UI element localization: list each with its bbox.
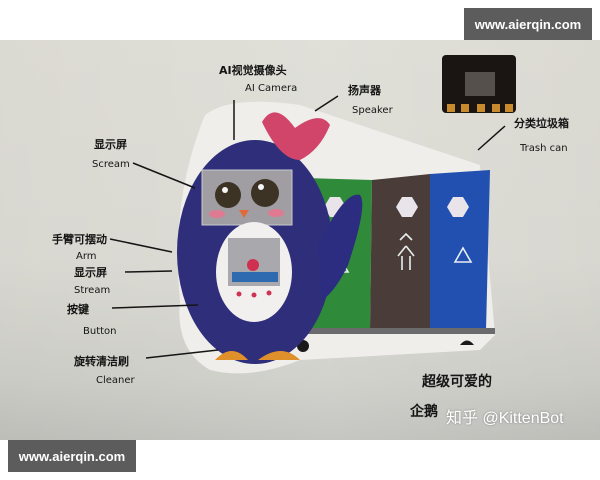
label-button-cn: 按键: [67, 303, 89, 316]
foot-right: [258, 351, 300, 360]
button-dot: [236, 291, 242, 297]
label-button-en: Button: [83, 326, 117, 337]
microbit-board: [442, 55, 516, 113]
bin-ledge: [285, 328, 495, 334]
button-dot: [251, 292, 257, 298]
button-dot: [266, 290, 272, 296]
label-speaker-en: Speaker: [352, 105, 393, 116]
hexagon-icon: [396, 197, 418, 217]
bin-blue: [430, 170, 490, 330]
label-arm-en: Arm: [76, 251, 97, 262]
label-cleaner-en: Cleaner: [96, 375, 135, 386]
watermark-bottom-left: www.aierqin.com: [8, 440, 136, 472]
wheel: [460, 340, 474, 345]
eye-right: [251, 179, 279, 207]
caption-line1: 超级可爱的: [422, 374, 492, 390]
penguin-arm: [318, 194, 363, 300]
label-trash-can-cn: 分类垃圾箱: [514, 117, 569, 130]
label-screen-top-cn: 显示屏: [94, 138, 127, 151]
eye-left: [215, 182, 241, 208]
watermark-top-right: www.aierqin.com: [464, 8, 592, 40]
hexagon-icon: [447, 197, 469, 217]
label-screen-body-cn: 显示屏: [74, 266, 107, 279]
arrows-icon: [397, 232, 415, 270]
label-screen-top-en: Scream: [92, 159, 130, 170]
foot-left: [215, 351, 248, 360]
label-screen-body-en: Stream: [74, 285, 111, 296]
label-camera-cn: AI视觉摄像头: [219, 64, 287, 77]
label-speaker-cn: 扬声器: [348, 84, 381, 97]
leader-lines: [109, 95, 506, 359]
caption-line2: 企鹅: [410, 404, 438, 420]
cheek: [268, 209, 284, 217]
bin-brown: [370, 174, 430, 330]
penguin-robot: [177, 112, 363, 364]
recycle-icon: [453, 246, 473, 263]
label-arm-cn: 手臂可摆动: [52, 233, 107, 246]
label-camera-en: AI Camera: [245, 83, 298, 94]
beak: [239, 210, 249, 218]
label-cleaner-cn: 旋转清洁刷: [74, 355, 129, 368]
bow: [262, 112, 330, 160]
label-trash-can-en: Trash can: [520, 143, 568, 154]
zhihu-watermark: 知乎 @KittenBot: [446, 410, 564, 427]
water: [232, 272, 278, 282]
cheek: [209, 210, 225, 218]
fish: [247, 259, 259, 271]
